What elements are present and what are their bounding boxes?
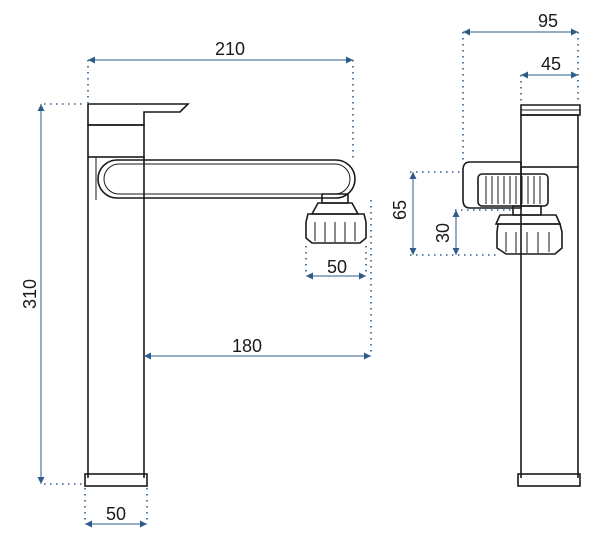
side-aerator	[494, 205, 563, 255]
front-spout	[97, 159, 356, 199]
front-base	[84, 473, 148, 487]
side-body	[520, 167, 579, 478]
dim-label-210: 210	[215, 39, 245, 59]
dim-label-50-aerator: 50	[327, 257, 347, 277]
front-cap	[87, 124, 145, 158]
dim-label-30: 30	[433, 223, 453, 243]
dim-label-95: 95	[538, 11, 558, 31]
dim-label-65: 65	[390, 200, 410, 220]
side-cap	[520, 114, 579, 168]
side-lever	[520, 104, 581, 116]
dim-label-310: 310	[20, 279, 40, 309]
front-view	[84, 103, 367, 487]
dimension-lines	[37, 28, 578, 528]
front-lever	[87, 103, 190, 126]
dim-label-45: 45	[541, 54, 561, 74]
dim-label-180: 180	[232, 336, 262, 356]
front-body	[87, 157, 145, 478]
dim-label-50-base: 50	[106, 504, 126, 524]
side-view	[462, 104, 581, 487]
front-aerator	[305, 193, 367, 244]
side-handle	[462, 161, 549, 209]
extension-lines	[44, 32, 579, 524]
side-base	[517, 473, 581, 487]
dimension-labels: 210 180 50 50 310 95 45 65 30	[20, 11, 561, 524]
